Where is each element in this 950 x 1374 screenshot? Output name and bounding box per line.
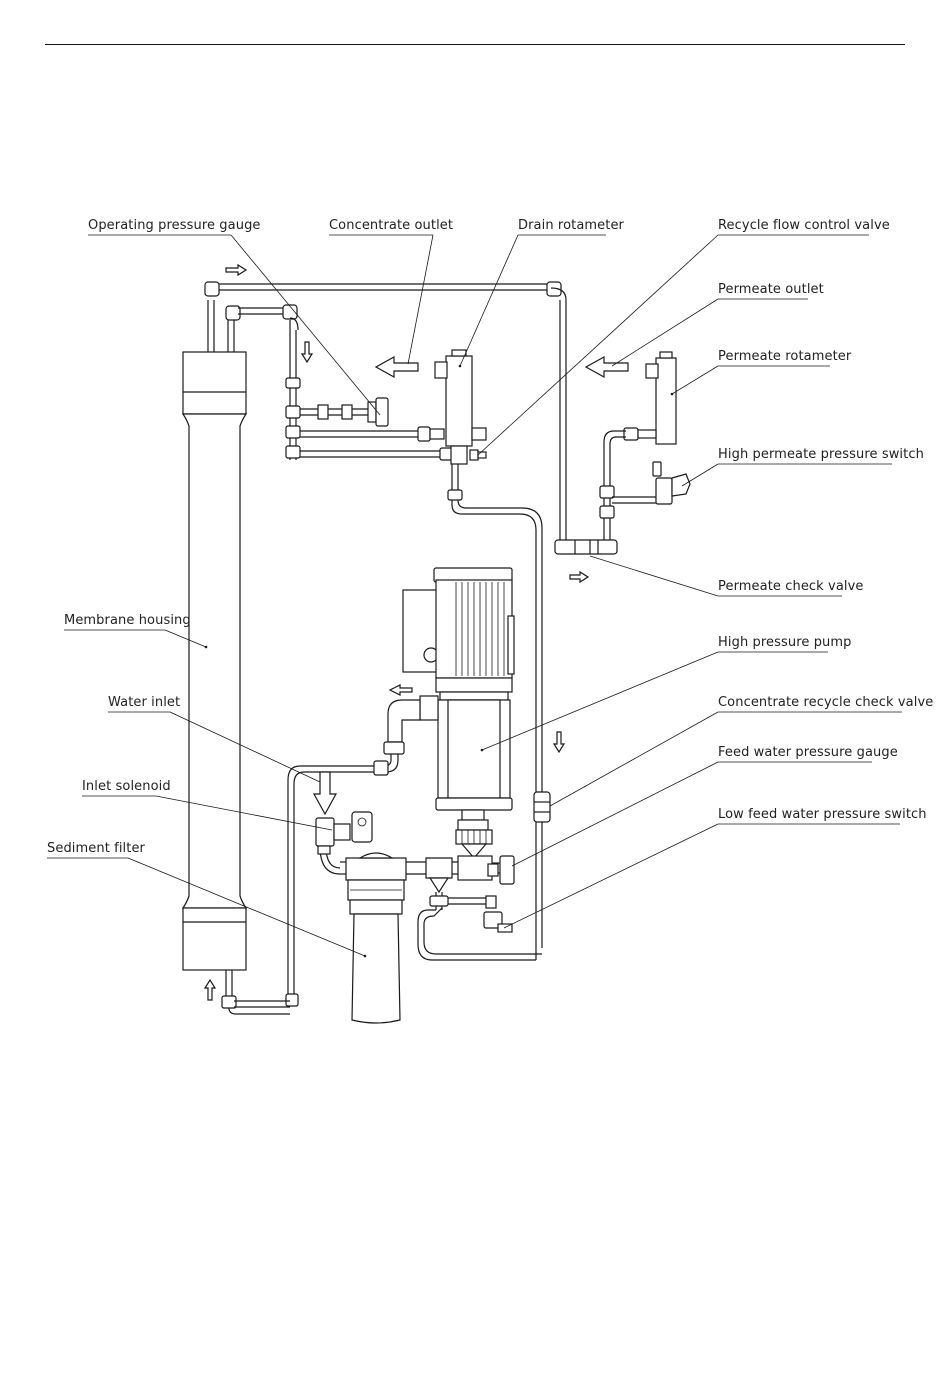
label-water-inlet: Water inlet [108, 695, 181, 710]
flow-arrows [203, 263, 629, 1001]
label-high-permeate-pressure-switch: High permeate pressure switch [718, 447, 924, 462]
leader-lines [47, 234, 902, 957]
label-concentrate-recycle-check-valve: Concentrate recycle check valve [718, 695, 934, 710]
label-drain-rotameter: Drain rotameter [518, 218, 624, 233]
header-rule [45, 44, 905, 45]
high-pressure-pump [285, 567, 515, 1007]
inlet-solenoid-and-filter [315, 811, 542, 1024]
label-permeate-check-valve: Permeate check valve [718, 579, 864, 594]
label-concentrate-outlet: Concentrate outlet [329, 218, 454, 233]
label-low-feed-water-pressure-switch: Low feed water pressure switch [718, 807, 927, 822]
concentrate-piping [204, 281, 567, 540]
label-sediment-filter: Sediment filter [47, 841, 145, 856]
label-recycle-flow-control-valve: Recycle flow control valve [718, 218, 890, 233]
concentrate-recycle-check-valve [533, 791, 551, 823]
membrane-housing [181, 300, 248, 1000]
label-membrane-housing: Membrane housing [64, 613, 191, 628]
label-operating-pressure-gauge: Operating pressure gauge [88, 218, 261, 233]
label-feed-water-pressure-gauge: Feed water pressure gauge [718, 745, 898, 760]
label-permeate-rotameter: Permeate rotameter [718, 349, 852, 364]
drain-rotameter [434, 349, 543, 960]
label-inlet-solenoid: Inlet solenoid [82, 779, 171, 794]
label-high-pressure-pump: High pressure pump [718, 635, 852, 650]
permeate-rotameter [554, 351, 691, 555]
membrane-feed-pipe [221, 995, 290, 1015]
label-permeate-outlet: Permeate outlet [718, 282, 824, 297]
